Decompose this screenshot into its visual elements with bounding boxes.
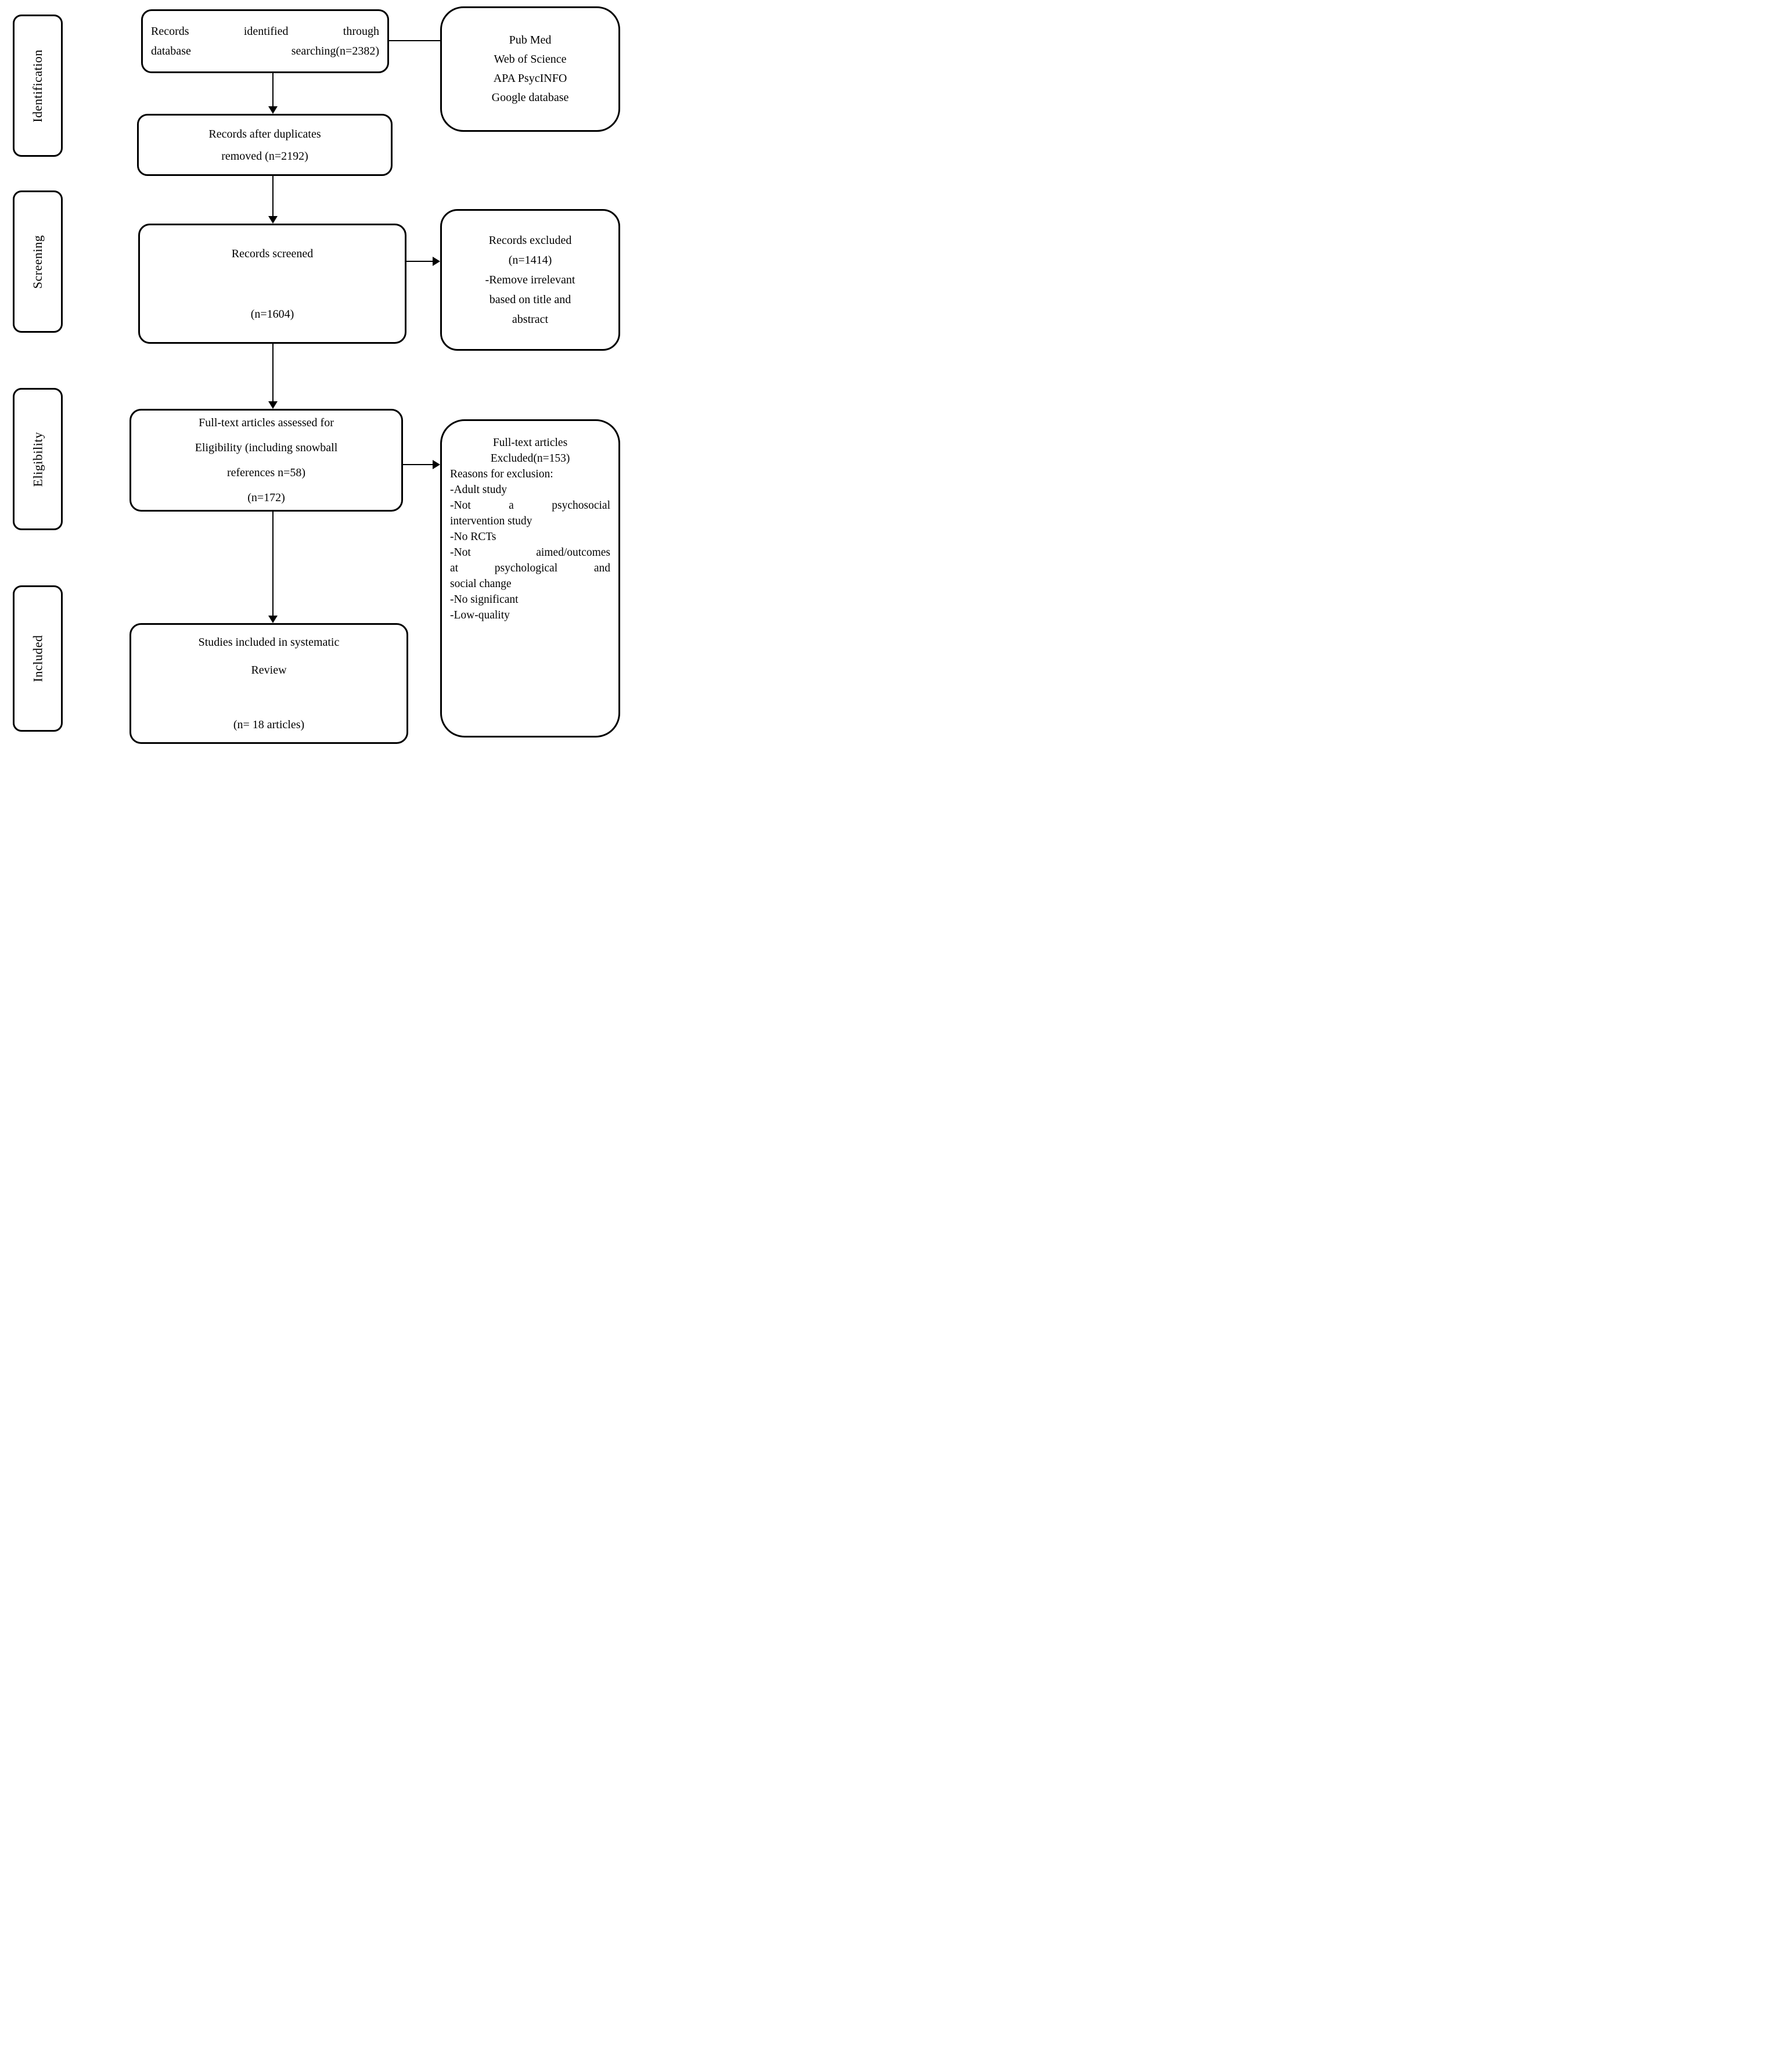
- stage-screening: Screening: [13, 190, 63, 333]
- box-text-line: Full-text articles: [492, 437, 568, 449]
- box-text-line: -Low-quality: [450, 609, 510, 621]
- connector-duplicates-to-screened: [272, 176, 274, 217]
- box-text-line: Records screened: [231, 247, 314, 260]
- box-text-line: -Adult study: [450, 484, 508, 496]
- box-text-line: Google database: [491, 91, 569, 104]
- box-text-line: Reasons for exclusion:: [450, 468, 553, 480]
- box-text-line: Web of Science: [494, 53, 567, 66]
- box-fulltext-assessed: Full-text articles assessed for Eligibil…: [129, 409, 403, 512]
- connector-screened-to-fulltext: [272, 344, 274, 402]
- arrow-right-icon: [433, 257, 440, 266]
- arrow-right-icon: [433, 460, 440, 469]
- box-text-line: Excluded(n=153): [490, 452, 570, 465]
- stage-label: Identification: [30, 49, 45, 123]
- box-text-line: social change: [450, 578, 512, 590]
- box-text-line: Records excluded: [488, 234, 572, 247]
- connector-fulltext-to-included: [272, 512, 274, 616]
- box-records-identified: Records identified through database sear…: [141, 9, 389, 73]
- box-text-line: database searching(n=2382): [151, 45, 379, 57]
- box-text-line: -Not a psychosocial: [450, 499, 610, 512]
- box-text-line: (n= 18 articles): [233, 718, 305, 731]
- box-text-line: Records identified through: [151, 25, 379, 38]
- box-records-excluded: Records excluded (n=1414) -Remove irrele…: [440, 209, 620, 351]
- blank-line: [139, 684, 398, 711]
- box-text-line: APA PsycINFO: [493, 72, 567, 85]
- connector-fulltext-to-excluded: [403, 464, 433, 465]
- box-text-line: -No significant: [450, 593, 519, 606]
- arrow-down-icon: [268, 401, 278, 409]
- box-duplicates-removed: Records after duplicates removed (n=2192…: [137, 114, 393, 176]
- box-text-line: Records after duplicates: [208, 127, 321, 141]
- box-databases: Pub Med Web of Science APA PsycINFO Goog…: [440, 6, 620, 132]
- arrow-down-icon: [268, 216, 278, 224]
- box-text-line: based on title and: [489, 293, 571, 306]
- box-text-line: (n=1604): [250, 307, 294, 321]
- stage-included: Included: [13, 585, 63, 732]
- stage-label: Included: [30, 635, 45, 682]
- box-text-line: -No RCTs: [450, 531, 496, 543]
- stage-eligibility: Eligibility: [13, 388, 63, 530]
- box-text-line: Studies included in systematic: [198, 636, 340, 649]
- blank-line: [148, 269, 397, 299]
- stage-label: Eligibility: [30, 431, 45, 487]
- box-records-screened: Records screened (n=1604): [138, 224, 406, 344]
- arrow-down-icon: [268, 616, 278, 623]
- box-text-line: abstract: [512, 313, 549, 326]
- box-studies-included: Studies included in systematic Review (n…: [129, 623, 408, 744]
- connector-identified-to-duplicates: [272, 73, 274, 107]
- box-text-line: -Remove irrelevant: [485, 274, 575, 286]
- connector-screened-to-excluded: [406, 261, 433, 262]
- box-text-line: removed (n=2192): [221, 149, 308, 163]
- box-text-line: references n=58): [226, 466, 306, 479]
- box-text-line: Eligibility (including snowball: [195, 441, 338, 454]
- box-text-line: Pub Med: [509, 34, 552, 46]
- prisma-flow-diagram: Identification Screening Eligibility Inc…: [0, 0, 639, 746]
- box-text-line: intervention study: [450, 515, 532, 527]
- connector-identified-to-databases: [389, 40, 440, 41]
- box-text-line: at psychological and: [450, 562, 610, 574]
- box-text-line: -Not aimed/outcomes: [450, 546, 610, 559]
- box-text-line: Full-text articles assessed for: [199, 416, 334, 429]
- stage-label: Screening: [30, 235, 45, 289]
- arrow-down-icon: [268, 106, 278, 114]
- stage-identification: Identification: [13, 15, 63, 157]
- box-text-line: Review: [251, 664, 287, 677]
- box-text-line: (n=1414): [508, 254, 552, 267]
- box-text-line: (n=172): [247, 491, 285, 504]
- box-fulltext-excluded: Full-text articles Excluded(n=153) Reaso…: [440, 419, 620, 738]
